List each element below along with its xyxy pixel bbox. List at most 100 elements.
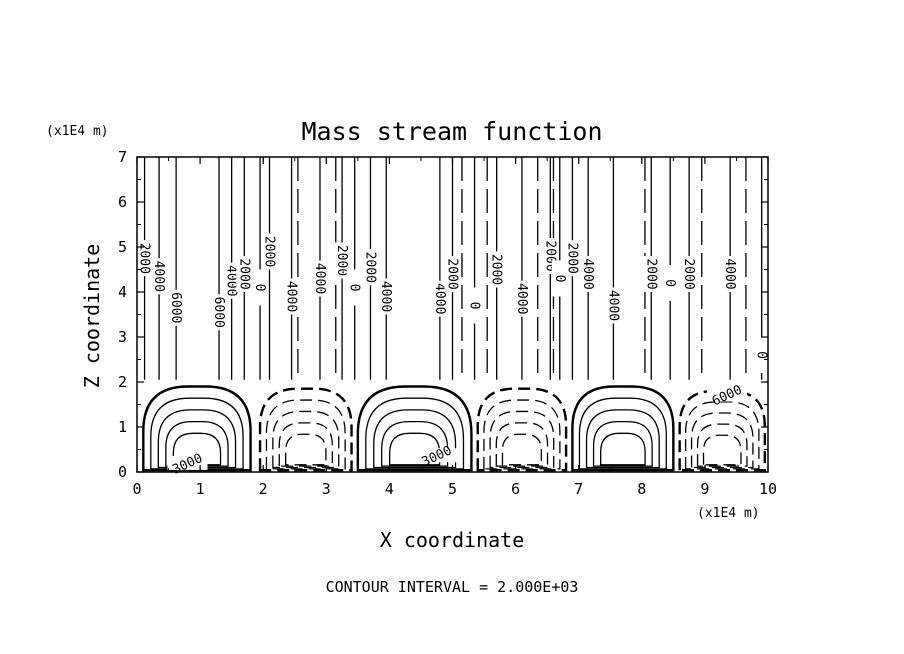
cell-contour	[495, 422, 549, 467]
contour-label: 2000	[334, 245, 349, 276]
contour-label: 4000	[605, 290, 620, 321]
contour-label: 6000	[168, 292, 183, 323]
contour-label-bg	[605, 287, 622, 324]
cell-contour	[157, 409, 237, 469]
x-tick-label: 7	[574, 480, 583, 498]
contour-label: 4000	[284, 281, 299, 312]
contour-label: 2000	[362, 252, 377, 283]
contour-label-bg	[283, 278, 300, 315]
cell-contour	[592, 420, 653, 467]
contour-label-bg	[136, 240, 153, 277]
contour-label-bg	[466, 287, 483, 324]
contour-label: 2000	[262, 236, 277, 267]
contour-label: 4000	[722, 258, 737, 289]
plot-frame	[136, 156, 769, 473]
cell-contour	[142, 385, 252, 472]
contour-label: 0	[754, 351, 769, 359]
contour-label: 0	[552, 275, 567, 283]
contour-lines	[142, 157, 767, 472]
contour-label-bg	[151, 258, 168, 295]
cell-contour	[150, 397, 244, 470]
chart-title: Mass stream function	[301, 117, 602, 146]
contour-label-bg	[662, 265, 679, 301]
contour-label-bg	[722, 256, 739, 292]
contour-label: 0	[347, 284, 362, 292]
y-unit-label: (x1E4 m)	[46, 124, 109, 139]
cell-contour	[265, 399, 346, 470]
cell-contour	[600, 432, 646, 466]
y-tick-label: 1	[118, 418, 127, 436]
y-tick-label: 6	[118, 193, 127, 211]
contour-label-bg	[513, 280, 530, 317]
cell-contour	[585, 409, 660, 469]
x-tick-label: 6	[511, 480, 520, 498]
cell-contour	[272, 410, 340, 469]
contour-label: 2000	[681, 258, 696, 289]
cell-contour	[483, 399, 561, 470]
contour-label-bg	[362, 249, 379, 286]
contour-label-bg	[444, 256, 461, 292]
x-unit-label: (x1E4 m)	[697, 506, 760, 521]
y-tick-label: 4	[118, 283, 127, 301]
contour-label: 4000	[378, 281, 393, 312]
contour-label-bg	[346, 269, 363, 306]
y-axis-label: Z coordinate	[80, 244, 104, 389]
contour-label-bg	[753, 337, 770, 373]
cell-contour	[285, 433, 327, 466]
contour-label: 0	[252, 284, 267, 292]
x-axis-label: X coordinate	[380, 528, 525, 552]
cell-contour	[501, 433, 542, 466]
cell-contour	[702, 434, 742, 466]
cell-contour	[172, 432, 222, 466]
contour-label-bg	[416, 448, 457, 463]
cell-contour	[690, 412, 754, 469]
contour-label-bg	[252, 269, 269, 306]
contour-label: 2000	[236, 258, 251, 289]
contour-label: 4000	[580, 258, 595, 289]
contour-label: 4000	[432, 283, 447, 314]
cell-contour	[165, 420, 229, 467]
contour-label: 2000	[445, 258, 460, 289]
contour-label: 2000	[137, 243, 152, 274]
cell-contour	[684, 401, 760, 470]
contour-label-bg	[551, 260, 568, 297]
x-tick-label: 4	[385, 480, 394, 498]
contour-label-bg	[311, 260, 328, 297]
x-tick-label: 0	[132, 480, 141, 498]
contour-label: 2000	[564, 243, 579, 274]
cell-contour	[373, 409, 457, 469]
contour-label-bg	[378, 278, 395, 315]
contour-label: 6000	[211, 297, 226, 328]
x-tick-label: 8	[637, 480, 646, 498]
contour-label-bg	[211, 294, 228, 331]
contour-interval-note: CONTOUR INTERVAL = 2.000E+03	[326, 578, 579, 596]
y-tick-label: 0	[118, 463, 127, 481]
contour-label-bg	[236, 256, 253, 292]
cell-contour	[489, 410, 555, 469]
cell-contour	[356, 385, 473, 472]
cell-contour	[578, 397, 667, 470]
x-tick-label: 9	[700, 480, 709, 498]
contour-label: 3000	[170, 451, 205, 478]
x-tick-label: 3	[322, 480, 331, 498]
contour-label-bg	[168, 289, 185, 326]
contour-label-bg	[706, 387, 747, 402]
contour-label: 2000	[643, 258, 658, 289]
cell-contour	[278, 422, 333, 467]
contour-label-bg	[643, 256, 660, 292]
x-tick-label: 10	[759, 480, 777, 498]
contour-label: 0	[467, 302, 482, 310]
contour-label-bg	[261, 233, 278, 270]
y-tick-label: 2	[118, 373, 127, 391]
contour-label: 6000	[710, 383, 745, 410]
contour-label-bg	[223, 262, 240, 299]
y-tick-label: 7	[118, 148, 127, 166]
x-tick-label: 5	[448, 480, 457, 498]
contour-label: 4000	[312, 263, 327, 294]
y-tick-label: 5	[118, 238, 127, 256]
cell-contour	[696, 423, 748, 467]
x-tick-label: 2	[259, 480, 268, 498]
